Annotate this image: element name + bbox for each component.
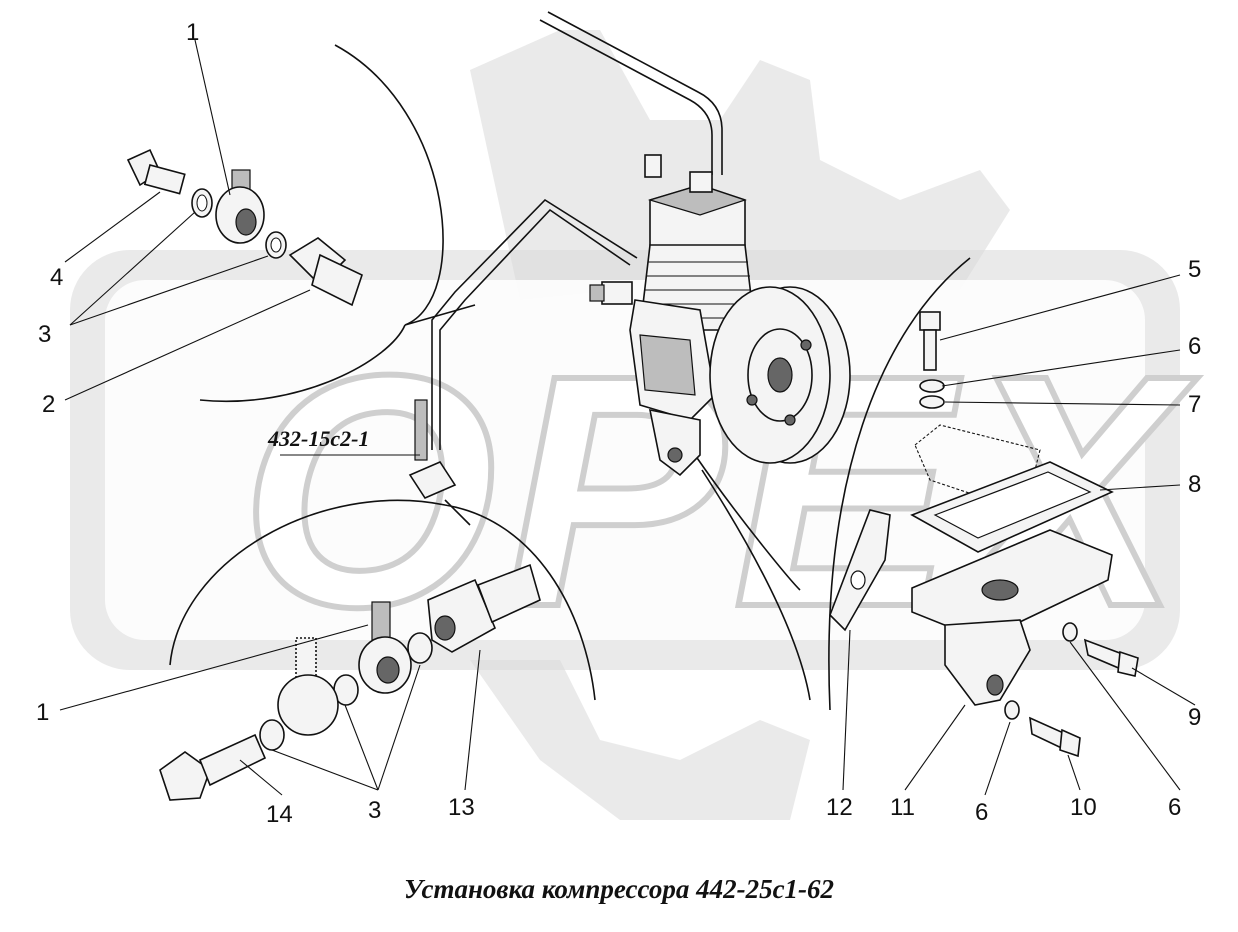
leader-lines (59, 39, 1196, 796)
callout-14: 14 (266, 801, 293, 828)
callout-6-right: 6 (1168, 794, 1181, 821)
compressor (431, 11, 851, 477)
callout-3-upper: 3 (38, 321, 51, 348)
callout-1-lower: 1 (36, 699, 49, 726)
callout-4: 4 (50, 264, 63, 291)
upper-left-fittings (126, 148, 363, 307)
reference-label: 432-15с2-1 (267, 426, 369, 451)
diagram-title: Установка компрессора 442-25с1-62 (404, 874, 834, 904)
callout-6-middle: 6 (975, 799, 988, 826)
callouts: 1 4 3 2 5 6 7 8 9 1 14 3 13 12 11 6 10 6 (36, 19, 1201, 828)
sweep-arcs (169, 44, 971, 711)
callout-12: 12 (826, 794, 853, 821)
right-bracket-assembly (829, 311, 1139, 758)
callout-3-lower: 3 (368, 797, 381, 824)
callout-5: 5 (1188, 256, 1201, 283)
watermark: OPEX (70, 30, 1193, 820)
callout-10: 10 (1070, 794, 1097, 821)
lower-left-fittings (159, 399, 541, 801)
callout-2: 2 (42, 391, 55, 418)
callout-8: 8 (1188, 471, 1201, 498)
callout-1-upper: 1 (186, 19, 199, 46)
callout-11: 11 (890, 794, 915, 821)
callout-7: 7 (1188, 391, 1201, 418)
callout-9: 9 (1188, 704, 1201, 731)
callout-13: 13 (448, 794, 475, 821)
callout-6-top: 6 (1188, 333, 1201, 360)
